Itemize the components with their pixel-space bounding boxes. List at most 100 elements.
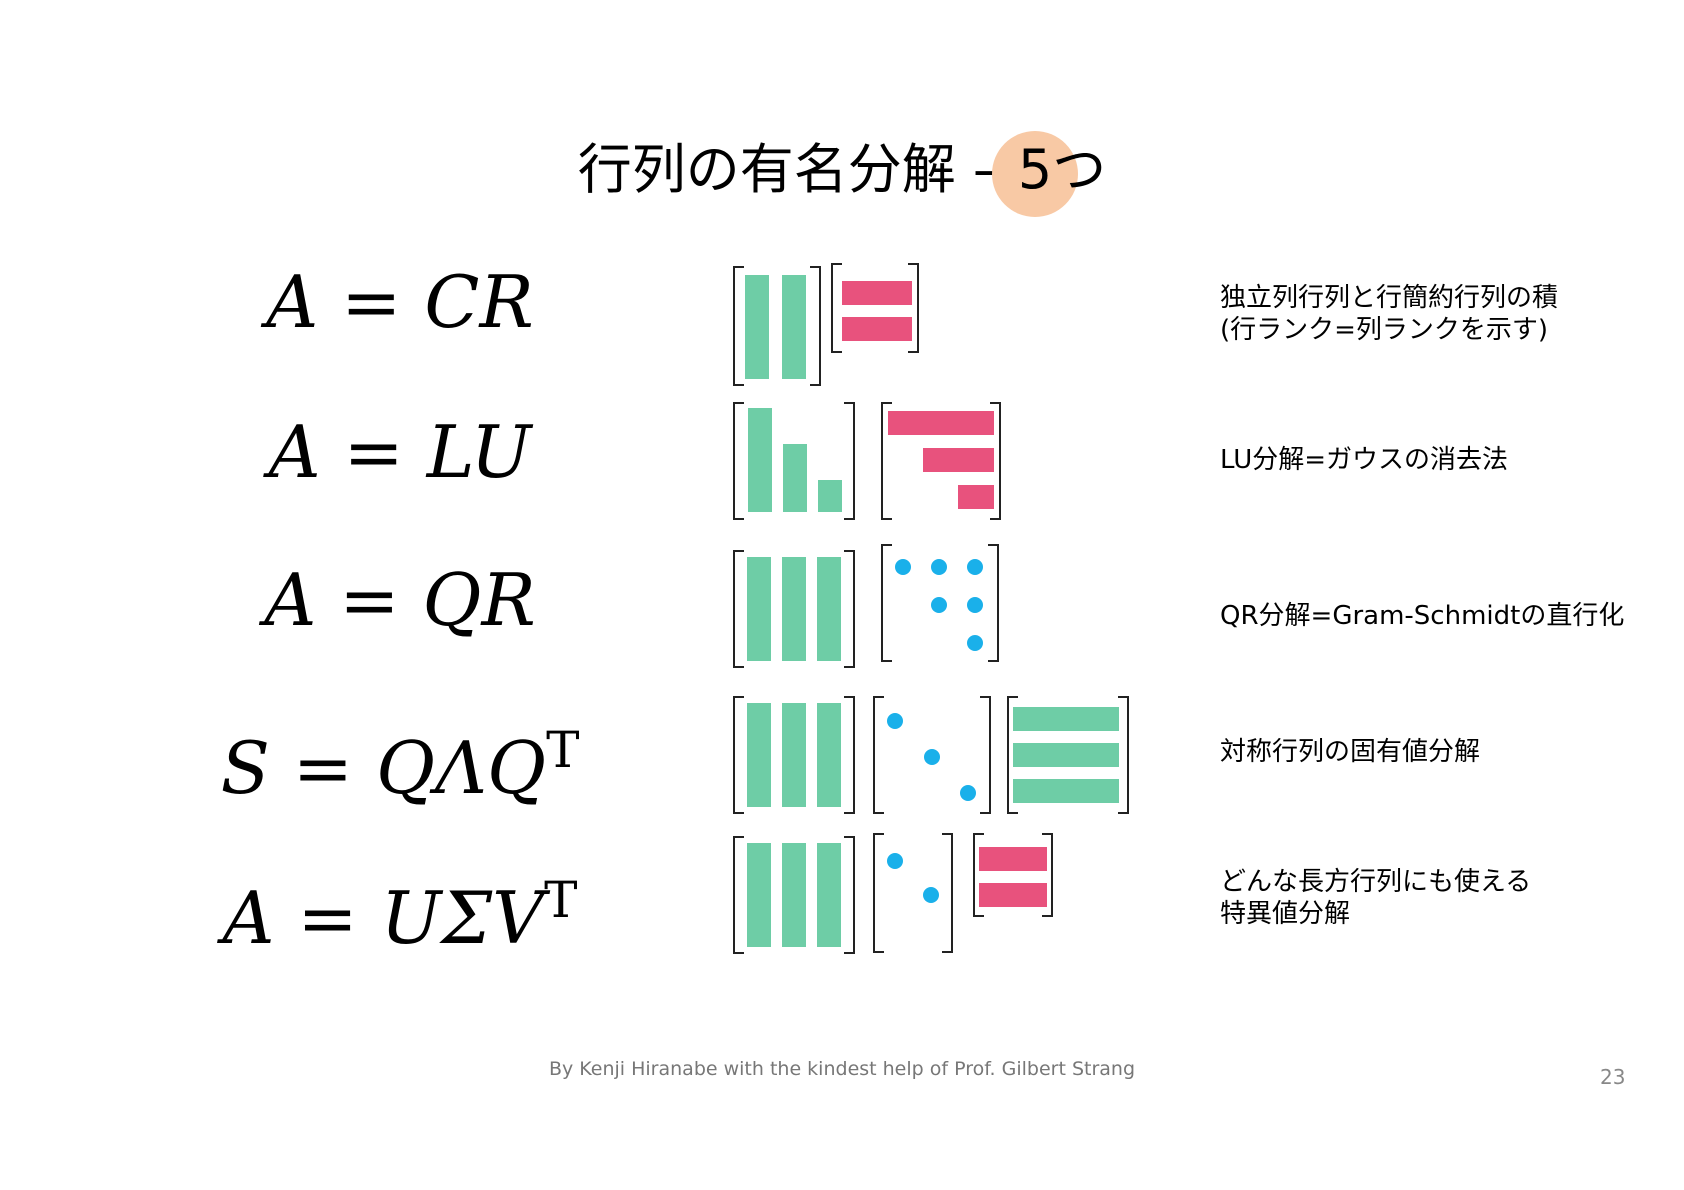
diagonal-dot — [923, 887, 939, 903]
entry-dot — [931, 597, 947, 613]
desc-cr: 独立列行列と行簡約行列の積 (行ランク=列ランクを示す) — [1220, 283, 1559, 345]
title-highlight: 5つ — [991, 131, 1107, 217]
upper-bar — [958, 485, 994, 509]
column-bar — [782, 843, 806, 947]
lower-bar — [748, 408, 772, 512]
formula-svd: A = UΣVT — [190, 860, 610, 958]
diagonal-dot — [924, 749, 940, 765]
lower-bar — [783, 444, 807, 512]
bracket-right — [844, 836, 855, 954]
formula-eigen: S = QΛQT — [190, 710, 610, 808]
matrix-r-triangular — [881, 544, 999, 662]
bracket-left — [733, 266, 744, 386]
column-bar — [747, 557, 771, 661]
entry-dot — [895, 559, 911, 575]
matrix-sigma — [873, 833, 953, 953]
formula-qr-text: A = QR — [264, 558, 536, 642]
bracket-right — [990, 402, 1001, 520]
slide-title: 行列の有名分解 – 5つ — [0, 131, 1684, 217]
bracket-right — [1042, 833, 1053, 917]
row-bar — [1013, 707, 1119, 731]
formula-eigen-text: S = QΛQ — [220, 726, 547, 810]
bracket-right — [810, 266, 821, 386]
bracket-right — [980, 696, 991, 814]
desc-qr: QR分解=Gram-Schmidtの直行化 — [1220, 601, 1625, 631]
column-bar — [747, 703, 771, 807]
diagonal-dot — [960, 785, 976, 801]
title-highlight-text: 5つ — [1017, 138, 1107, 201]
bracket-right — [844, 402, 855, 520]
column-bar — [782, 703, 806, 807]
diagram-qr — [733, 544, 999, 668]
formula-eigen-sup: T — [546, 721, 580, 779]
entry-dot — [967, 559, 983, 575]
bracket-right — [844, 550, 855, 668]
bracket-left — [881, 544, 892, 662]
bracket-left — [733, 550, 744, 668]
bracket-left — [973, 833, 984, 917]
diagonal-dot — [887, 713, 903, 729]
formula-lu: A = LU — [190, 412, 610, 492]
bracket-left — [733, 836, 744, 954]
formula-qr: A = QR — [190, 560, 610, 640]
matrix-r — [831, 263, 919, 353]
matrix-lambda — [873, 696, 991, 814]
matrix-l — [733, 402, 855, 520]
column-bar — [782, 275, 806, 379]
row-bar — [979, 847, 1047, 871]
bracket-right — [844, 696, 855, 814]
bracket-left — [1007, 696, 1018, 814]
column-bar — [817, 703, 841, 807]
bracket-right — [908, 263, 919, 353]
diagonal-dot — [887, 853, 903, 869]
diagram-lu — [733, 402, 1001, 520]
matrix-q — [733, 550, 855, 668]
row-bar — [1013, 743, 1119, 767]
bracket-right — [1118, 696, 1129, 814]
upper-bar — [888, 411, 994, 435]
row-bar — [842, 317, 912, 341]
bracket-right — [988, 544, 999, 662]
entry-dot — [967, 635, 983, 651]
bracket-right — [942, 833, 953, 953]
entry-dot — [967, 597, 983, 613]
formula-svd-text: A = UΣV — [222, 876, 545, 960]
column-bar — [782, 557, 806, 661]
column-bar — [817, 557, 841, 661]
footer-credit: By Kenji Hiranabe with the kindest help … — [548, 1058, 1136, 1080]
page-number: 23 — [1600, 1065, 1626, 1089]
row-bar — [842, 281, 912, 305]
formula-lu-text: A = LU — [268, 410, 532, 494]
column-bar — [745, 275, 769, 379]
bracket-left — [831, 263, 842, 353]
formula-svd-sup: T — [544, 871, 578, 929]
matrix-q-transpose — [1007, 696, 1129, 814]
row-bar — [979, 883, 1047, 907]
column-bar — [747, 843, 771, 947]
upper-bar — [923, 448, 994, 472]
highlight-circle — [991, 131, 1078, 217]
bracket-left — [733, 402, 744, 520]
diagram-cr — [733, 263, 919, 386]
formula-cr-text: A = CR — [266, 260, 534, 344]
bracket-left — [733, 696, 744, 814]
lower-bar — [818, 480, 842, 512]
desc-lu: LU分解=ガウスの消去法 — [1220, 445, 1509, 475]
entry-dot — [931, 559, 947, 575]
diagram-svd — [733, 833, 1053, 954]
matrix-q — [733, 696, 855, 814]
title-main: 行列の有名分解 – — [577, 138, 1000, 201]
diagram-eigen — [733, 696, 1129, 814]
bracket-left — [873, 833, 884, 953]
desc-svd: どんな長方行列にも使える 特異値分解 — [1220, 867, 1532, 929]
matrix-u — [733, 836, 855, 954]
desc-eigen: 対称行列の固有値分解 — [1220, 737, 1481, 767]
column-bar — [817, 843, 841, 947]
bracket-left — [881, 402, 892, 520]
formula-cr: A = CR — [190, 262, 610, 342]
matrix-v-transpose — [973, 833, 1053, 917]
matrix-u — [881, 402, 1001, 520]
bracket-left — [873, 696, 884, 814]
matrix-c — [733, 266, 821, 386]
